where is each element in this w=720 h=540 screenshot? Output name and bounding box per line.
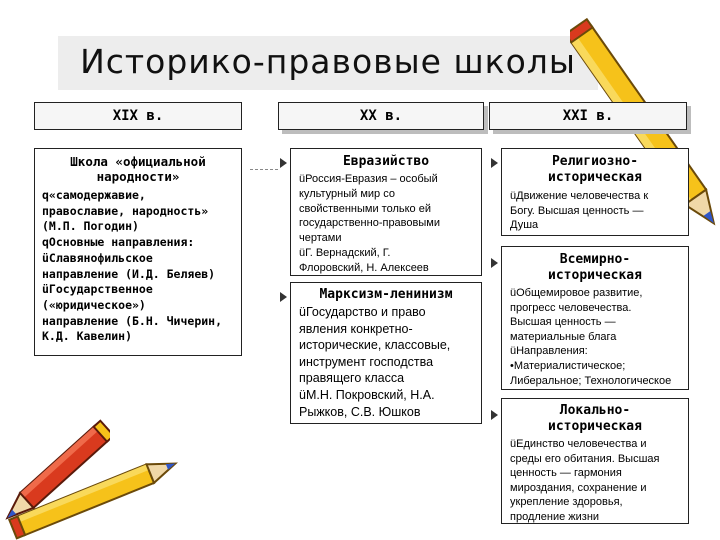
box-local-historical: Локально- историческая üЕдинство человеч… (501, 398, 689, 524)
list-item: üГосударство и право (299, 305, 426, 319)
arrow-marker-icon (280, 292, 287, 302)
list-item: направление (Б.Н. Чичерин, (42, 313, 223, 328)
box-marxism-leninism: Марксизм-ленинизм üГосударство и право я… (290, 282, 482, 424)
list-item: материальные блага (510, 330, 617, 343)
list-item: Рыжков, С.В. Юшков (299, 404, 421, 419)
arrow-marker-icon (280, 158, 287, 168)
list-item: üОбщемировое развитие, (510, 287, 643, 299)
list-item: православие, народность» (42, 203, 209, 218)
list-item: •Материалистическое; (510, 359, 626, 372)
list-item: («юридическое») (42, 297, 146, 312)
list-item: üГосударственное (42, 282, 153, 297)
list-item: üДвижение человечества к (510, 190, 649, 202)
box-official-nationality-school: Школа «официальной народности» q«самодер… (34, 148, 242, 356)
list-item: üЕдинство человечества и (510, 438, 647, 450)
box-body: üДвижение человечества к Богу. Высшая це… (502, 186, 688, 233)
list-item: üГ. Вернадский, Г. (299, 246, 391, 259)
list-item: укрепление здоровья, (510, 496, 623, 509)
arrow-marker-icon (491, 410, 498, 420)
list-item: üРоссия-Евразия – особый (299, 173, 438, 185)
list-item: прогресс человечества. (510, 301, 632, 314)
header-xxi: XXI в. (489, 102, 687, 130)
list-item: инструмент господства (299, 354, 434, 369)
page-title: Историко-правовые школы (80, 42, 576, 81)
list-item: üНаправления: (510, 345, 588, 358)
list-item: направление (И.Д. Беляев) (42, 266, 216, 281)
list-item: üМ.Н. Покровский, Н.А. (299, 387, 435, 402)
list-item: (М.П. Погодин) (42, 219, 139, 234)
list-item: мироздания, сохранение и (510, 481, 647, 494)
header-xx: XX в. (278, 102, 484, 130)
arrow-marker-icon (491, 258, 498, 268)
box-title: Религиозно- историческая (548, 154, 642, 185)
box-title: Школа «официальной народности» (70, 154, 206, 184)
list-item: q«самодержавие, (42, 188, 146, 202)
box-title: Всемирно- историческая (548, 252, 642, 283)
list-item: явления конкретно- (299, 321, 413, 336)
box-title: Евразийство (342, 154, 430, 169)
box-body: üОбщемировое развитие, прогресс человече… (502, 284, 688, 388)
list-item: Высшая ценность — (510, 316, 616, 329)
connector-line (250, 169, 278, 170)
list-item: ценность — гармония (510, 467, 622, 480)
list-item: исторические, классовые, (299, 338, 451, 353)
list-item: Флоровский, Н. Алексеев (299, 261, 429, 274)
arrow-marker-icon (491, 158, 498, 168)
list-item: qОсновные направления: (42, 235, 195, 250)
list-item: Либеральное; Технологическое (510, 374, 672, 387)
box-world-historical: Всемирно- историческая üОбщемировое разв… (501, 246, 689, 390)
box-eurasianism: Евразийство üРоссия-Евразия – особый кул… (290, 148, 482, 276)
list-item: правящего класса (299, 371, 405, 386)
pencil-bottom-left-red-icon (5, 419, 110, 520)
box-body: üРоссия-Евразия – особый культурный мир … (291, 170, 481, 276)
box-body: üЕдинство человечества и среды его обита… (502, 435, 688, 525)
list-item: продление жизни (510, 510, 600, 523)
list-item: К.Д. Кавелин) (42, 329, 133, 344)
list-item: среды его обитания. Высшая (510, 452, 660, 465)
list-item: Душа (510, 219, 539, 232)
header-xix: XIX в. (34, 102, 242, 130)
box-title: Марксизм-ленинизм (319, 287, 453, 302)
list-item: свойственными только ей (299, 202, 431, 215)
list-item: üСлавянофильское (42, 250, 153, 265)
list-item: государственно-правовыми (299, 217, 440, 230)
pencil-bottom-left-yellow-icon (7, 462, 178, 540)
box-body: q«самодержавие, православие, народность»… (35, 184, 241, 345)
list-item: Богу. Высшая ценность — (510, 204, 644, 217)
box-religious-historical: Религиозно- историческая üДвижение челов… (501, 148, 689, 236)
box-body: üГосударство и право явления конкретно- … (291, 303, 481, 420)
list-item: чертами (299, 232, 342, 245)
box-title: Локально- историческая (548, 403, 642, 434)
title-band (58, 36, 598, 90)
list-item: культурный мир со (299, 187, 395, 200)
